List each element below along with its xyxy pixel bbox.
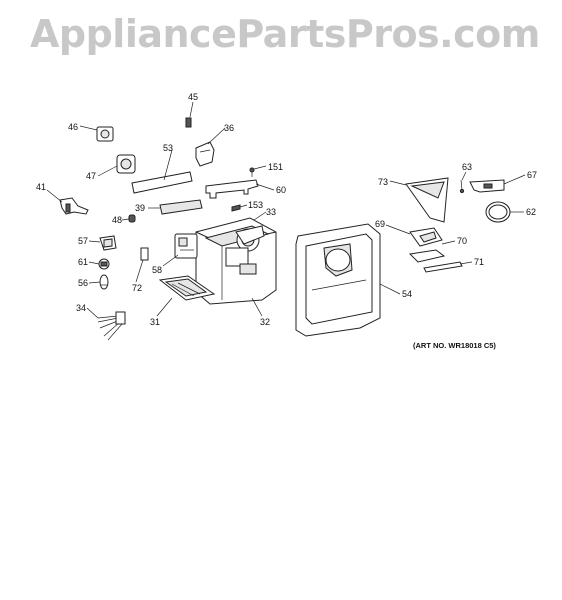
part-58-module [174,233,198,259]
callout-72: 72 [132,283,142,293]
callout-153: 153 [248,200,263,210]
part-57-actuator [99,235,117,251]
part-69-flapper [409,227,443,247]
callout-46: 46 [68,122,78,132]
part-153-screw [231,204,241,212]
leader-lines [46,101,526,319]
callout-53: 53 [163,143,173,153]
part-53-plate [131,171,193,194]
part-46-knob [96,126,114,142]
part-63-pin [459,179,465,194]
part-73-chute [405,177,449,223]
part-39-strip [159,199,203,215]
callout-labels: 45 46 36 53 151 47 60 41 39 153 33 48 57… [36,92,537,327]
part-151-screw [249,167,255,177]
part-62-gasket-ring [485,201,511,223]
callout-48: 48 [112,215,122,225]
part-36-bracket [195,141,215,167]
callout-33: 33 [266,207,276,217]
part-34-wire-harness [97,311,126,341]
callout-63: 63 [462,162,472,172]
part-45-clip [185,117,192,128]
watermark-text: AppliancePartsPros.com [30,12,540,56]
callout-36: 36 [224,123,234,133]
callout-61: 61 [78,257,88,267]
callout-39: 39 [135,203,145,213]
callout-151: 151 [268,162,283,172]
part-54-dispenser-door [295,223,381,337]
callout-60: 60 [276,185,286,195]
part-70-arm [408,249,446,263]
part-56-bulb [99,274,109,290]
callout-67: 67 [527,170,537,180]
part-31-drip-tray [158,275,216,301]
part-61-socket [98,258,110,270]
callout-69: 69 [375,219,385,229]
callout-73: 73 [378,177,388,187]
callout-41: 41 [36,182,46,192]
part-47-housing [116,154,136,174]
part-71-rod [423,261,463,273]
callout-45: 45 [188,92,198,102]
callout-31: 31 [150,317,160,327]
part-41-hinge [59,197,89,215]
callout-54: 54 [402,289,412,299]
part-48-cap [128,214,136,223]
part-72-switch [140,247,149,261]
callout-47: 47 [86,171,96,181]
part-33-funnel [235,225,265,245]
art-number-caption: (ART NO. WR18018 C5) [413,341,496,350]
part-60-bar [205,179,259,199]
callout-71: 71 [474,257,484,267]
callout-56: 56 [78,278,88,288]
callout-34: 34 [76,303,86,313]
callout-70: 70 [457,236,467,246]
part-67-bracket [469,179,505,193]
callout-32: 32 [260,317,270,327]
callout-62: 62 [526,207,536,217]
callout-57: 57 [78,236,88,246]
callout-58: 58 [152,265,162,275]
